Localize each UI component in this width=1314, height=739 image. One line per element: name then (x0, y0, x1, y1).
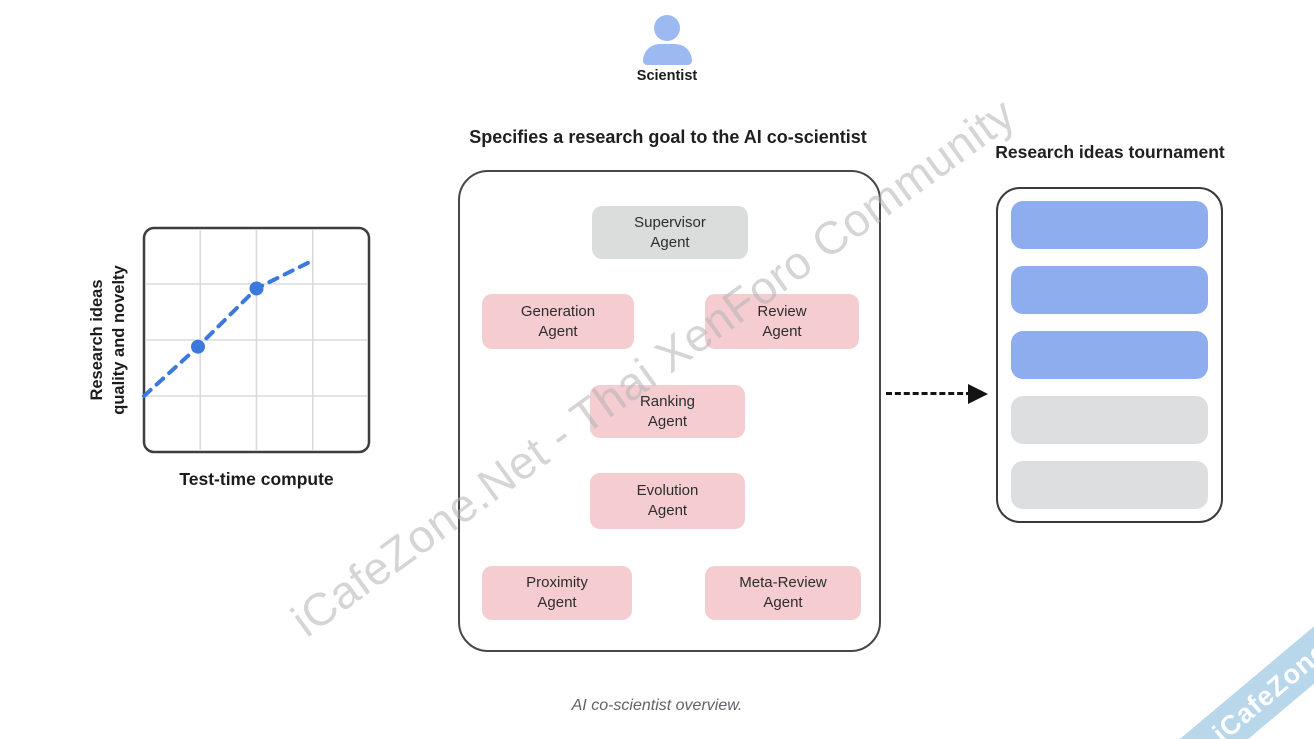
tournament-title: Research ideas tournament (995, 142, 1225, 162)
agent-label: Agent (647, 502, 688, 519)
chart-y-axis-label-line1: Research ideas (88, 279, 106, 401)
agent-box-meta-review: Meta-Review Agent (705, 566, 861, 620)
chart-y-axis-label: Research ideas quality and novelty (86, 265, 130, 414)
agent-label: Agent (538, 322, 578, 340)
scientist-person-icon (654, 15, 680, 41)
agent-label: Proximity (526, 574, 588, 591)
agent-label: Agent (537, 594, 577, 611)
agent-box-proximity: Proximity Agent (482, 566, 632, 620)
center-box-title: Specifies a research goal to the AI co-s… (469, 127, 867, 147)
agent-box-ranking: Ranking Agent (590, 385, 745, 438)
tournament-panel (996, 187, 1223, 523)
scientist-person-icon-body (643, 44, 692, 65)
tournament-bar-rank-3 (1011, 331, 1208, 379)
agent-label: Ranking (639, 392, 696, 410)
agent-box-generation: Generation Agent (482, 294, 634, 349)
agent-label: Meta-Review (739, 574, 827, 591)
agent-label: Evolution (636, 482, 699, 499)
agent-label: Agent (762, 322, 802, 340)
tournament-bar-rank-2 (1011, 266, 1208, 314)
corner-ribbon-text: iCafeZone (1206, 635, 1314, 739)
agent-label: Supervisor (634, 213, 706, 231)
chart-x-axis-label: Test-time compute (179, 469, 334, 489)
test-time-compute-chart (142, 226, 371, 454)
figure-caption: AI co-scientist overview. (571, 697, 743, 714)
agent-label: Agent (650, 233, 690, 251)
agent-label: Agent (647, 412, 688, 430)
agent-label: Generation (520, 302, 596, 320)
agent-label: Review (757, 302, 807, 320)
tournament-bar-rank-5 (1011, 461, 1208, 509)
ai-co-scientist-box: Supervisor Agent Generation Agent Review… (458, 170, 881, 652)
flow-arrow-head-icon (968, 384, 988, 404)
scientist-label: Scientist (636, 68, 698, 84)
flow-arrow-line (886, 392, 972, 395)
tournament-bar-rank-4 (1011, 396, 1208, 444)
tournament-bar-rank-1 (1011, 201, 1208, 249)
agent-label: Agent (763, 594, 803, 611)
agent-box-review: Review Agent (705, 294, 859, 349)
agent-box-supervisor: Supervisor Agent (592, 206, 748, 259)
chart-y-axis-label-line2: quality and novelty (110, 265, 128, 415)
corner-ribbon-watermark: iCafeZone (1140, 578, 1314, 739)
agent-box-evolution: Evolution Agent (590, 473, 745, 529)
